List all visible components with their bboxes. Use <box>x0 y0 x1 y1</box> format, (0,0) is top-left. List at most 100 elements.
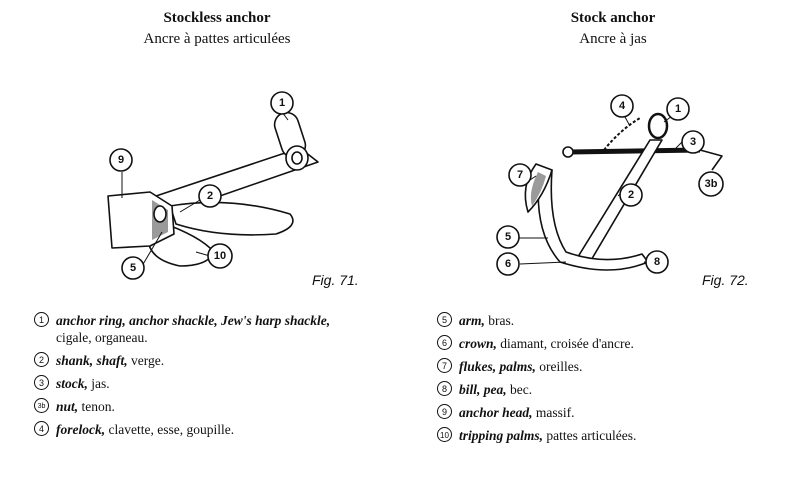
stock-bar <box>569 147 701 155</box>
leader-4 <box>624 116 631 127</box>
stockless-anchor-header: Stockless anchor Ancre à pattes articulé… <box>92 8 342 50</box>
svg-text:9: 9 <box>118 154 124 166</box>
svg-text:7: 7 <box>517 169 523 181</box>
stock-anchor-title: Stock anchor <box>570 10 656 26</box>
legend-item-4: 4 forelock, clavette, esse, goupille. <box>34 421 414 438</box>
legend-item-3: 3 stock, jas. <box>34 375 414 392</box>
leader-6 <box>519 261 567 265</box>
legend-number: 9 <box>437 404 452 419</box>
legend-term: bill, pea, <box>459 382 507 397</box>
stock-end-ball <box>562 146 574 158</box>
legend-right: 5 arm, bras. 6 crown, diamant, croisée d'a… <box>437 312 787 450</box>
callout-2: 2 <box>198 184 222 208</box>
legend-number: 2 <box>34 352 49 367</box>
legend-term: crown, <box>459 336 497 351</box>
legend-item-10: 10 tripping palms, pattes articulées. <box>437 427 787 444</box>
legend-number: 10 <box>437 427 452 442</box>
legend-term: arm, <box>459 313 485 328</box>
shank <box>575 139 663 263</box>
legend-translation: massif. <box>532 405 575 420</box>
callout-3: 3 <box>681 130 705 154</box>
callout-5: 5 <box>496 225 520 249</box>
callout-5: 5 <box>121 256 145 280</box>
svg-text:2: 2 <box>207 190 213 202</box>
svg-text:1: 1 <box>279 97 285 109</box>
svg-text:4: 4 <box>619 100 626 112</box>
legend-item-2: 2 shank, shaft, verge. <box>34 352 414 369</box>
legend-term: anchor ring, anchor shackle, Jew's harp … <box>56 313 331 328</box>
legend-number: 8 <box>437 381 452 396</box>
callout-6: 6 <box>496 252 520 276</box>
forelock-chain <box>603 117 641 151</box>
leader-5 <box>141 231 163 267</box>
legend-left: 1 anchor ring, anchor shackle, Jew's harp… <box>34 312 414 444</box>
legend-item-5: 5 arm, bras. <box>437 312 787 329</box>
legend-translation: tenon. <box>78 399 115 414</box>
legend-number: 6 <box>437 335 452 350</box>
legend-translation: diamant, croisée d'ancre. <box>496 336 634 351</box>
legend-number: 3 <box>34 375 49 390</box>
callout-4: 4 <box>610 94 634 118</box>
legend-number: 3b <box>34 398 49 413</box>
anchor-ring <box>647 112 669 140</box>
svg-text:5: 5 <box>130 262 136 274</box>
callout-3b: 3b <box>698 171 724 197</box>
legend-translation: jas. <box>87 376 110 391</box>
legend-number: 4 <box>34 421 49 436</box>
callout-2: 2 <box>619 183 643 207</box>
head-pivot <box>153 205 167 223</box>
legend-term: forelock, <box>56 422 106 437</box>
legend-translation: oreilles. <box>535 359 583 374</box>
legend-term: flukes, palms, <box>459 359 536 374</box>
legend-term: nut, <box>56 399 79 414</box>
fluke-right <box>169 201 294 236</box>
legend-translation: pattes articulées. <box>543 428 637 443</box>
callout-1: 1 <box>270 91 294 115</box>
callout-7: 7 <box>508 163 532 187</box>
svg-text:8: 8 <box>654 256 660 268</box>
legend-item-6: 6 crown, diamant, croisée d'ancre. <box>437 335 787 352</box>
svg-text:2: 2 <box>628 189 634 201</box>
stock-anchor-title-fr: Ancre à jas <box>579 31 647 47</box>
fig-71-caption: Fig. 71. <box>312 272 359 288</box>
fig-72-caption: Fig. 72. <box>702 272 749 288</box>
legend-term: stock, <box>56 376 88 391</box>
callout-8: 8 <box>645 250 669 274</box>
legend-item-7: 7 flukes, palms, oreilles. <box>437 358 787 375</box>
leader-2 <box>179 199 201 213</box>
legend-number: 1 <box>34 312 49 327</box>
legend-translation: bec. <box>506 382 533 397</box>
legend-translation: cigale, organeau. <box>56 330 148 345</box>
stockless-anchor-title: Stockless anchor <box>163 10 271 26</box>
svg-text:3b: 3b <box>705 178 718 190</box>
legend-item-9: 9 anchor head, massif. <box>437 404 787 421</box>
leader-3 <box>675 141 683 149</box>
legend-term: anchor head, <box>459 405 533 420</box>
callout-9: 9 <box>109 148 133 172</box>
stock-bent-end <box>699 149 723 171</box>
stock-anchor-header: Stock anchor Ancre à jas <box>488 8 738 50</box>
legend-item-3b: 3b nut, tenon. <box>34 398 414 415</box>
leader-7 <box>529 175 537 181</box>
callout-1: 1 <box>666 97 690 121</box>
fluke-shade <box>530 172 546 206</box>
svg-text:10: 10 <box>214 250 226 262</box>
legend-number: 7 <box>437 358 452 373</box>
stockless-anchor-title-fr: Ancre à pattes articulées <box>143 31 291 47</box>
legend-term: shank, shaft, <box>56 353 128 368</box>
callout-10: 10 <box>207 243 233 269</box>
legend-translation: verge. <box>127 353 165 368</box>
legend-item-1: 1 anchor ring, anchor shackle, Jew's harp… <box>34 312 414 346</box>
legend-item-8: 8 bill, pea, bec. <box>437 381 787 398</box>
legend-number: 5 <box>437 312 452 327</box>
legend-term: tripping palms, <box>459 428 544 443</box>
legend-translation: bras. <box>484 313 515 328</box>
svg-text:1: 1 <box>675 103 681 115</box>
legend-translation: clavette, esse, goupille. <box>105 422 235 437</box>
svg-text:5: 5 <box>505 231 511 243</box>
svg-text:3: 3 <box>690 136 696 148</box>
svg-text:6: 6 <box>505 258 511 270</box>
shackle-pin <box>291 151 303 165</box>
